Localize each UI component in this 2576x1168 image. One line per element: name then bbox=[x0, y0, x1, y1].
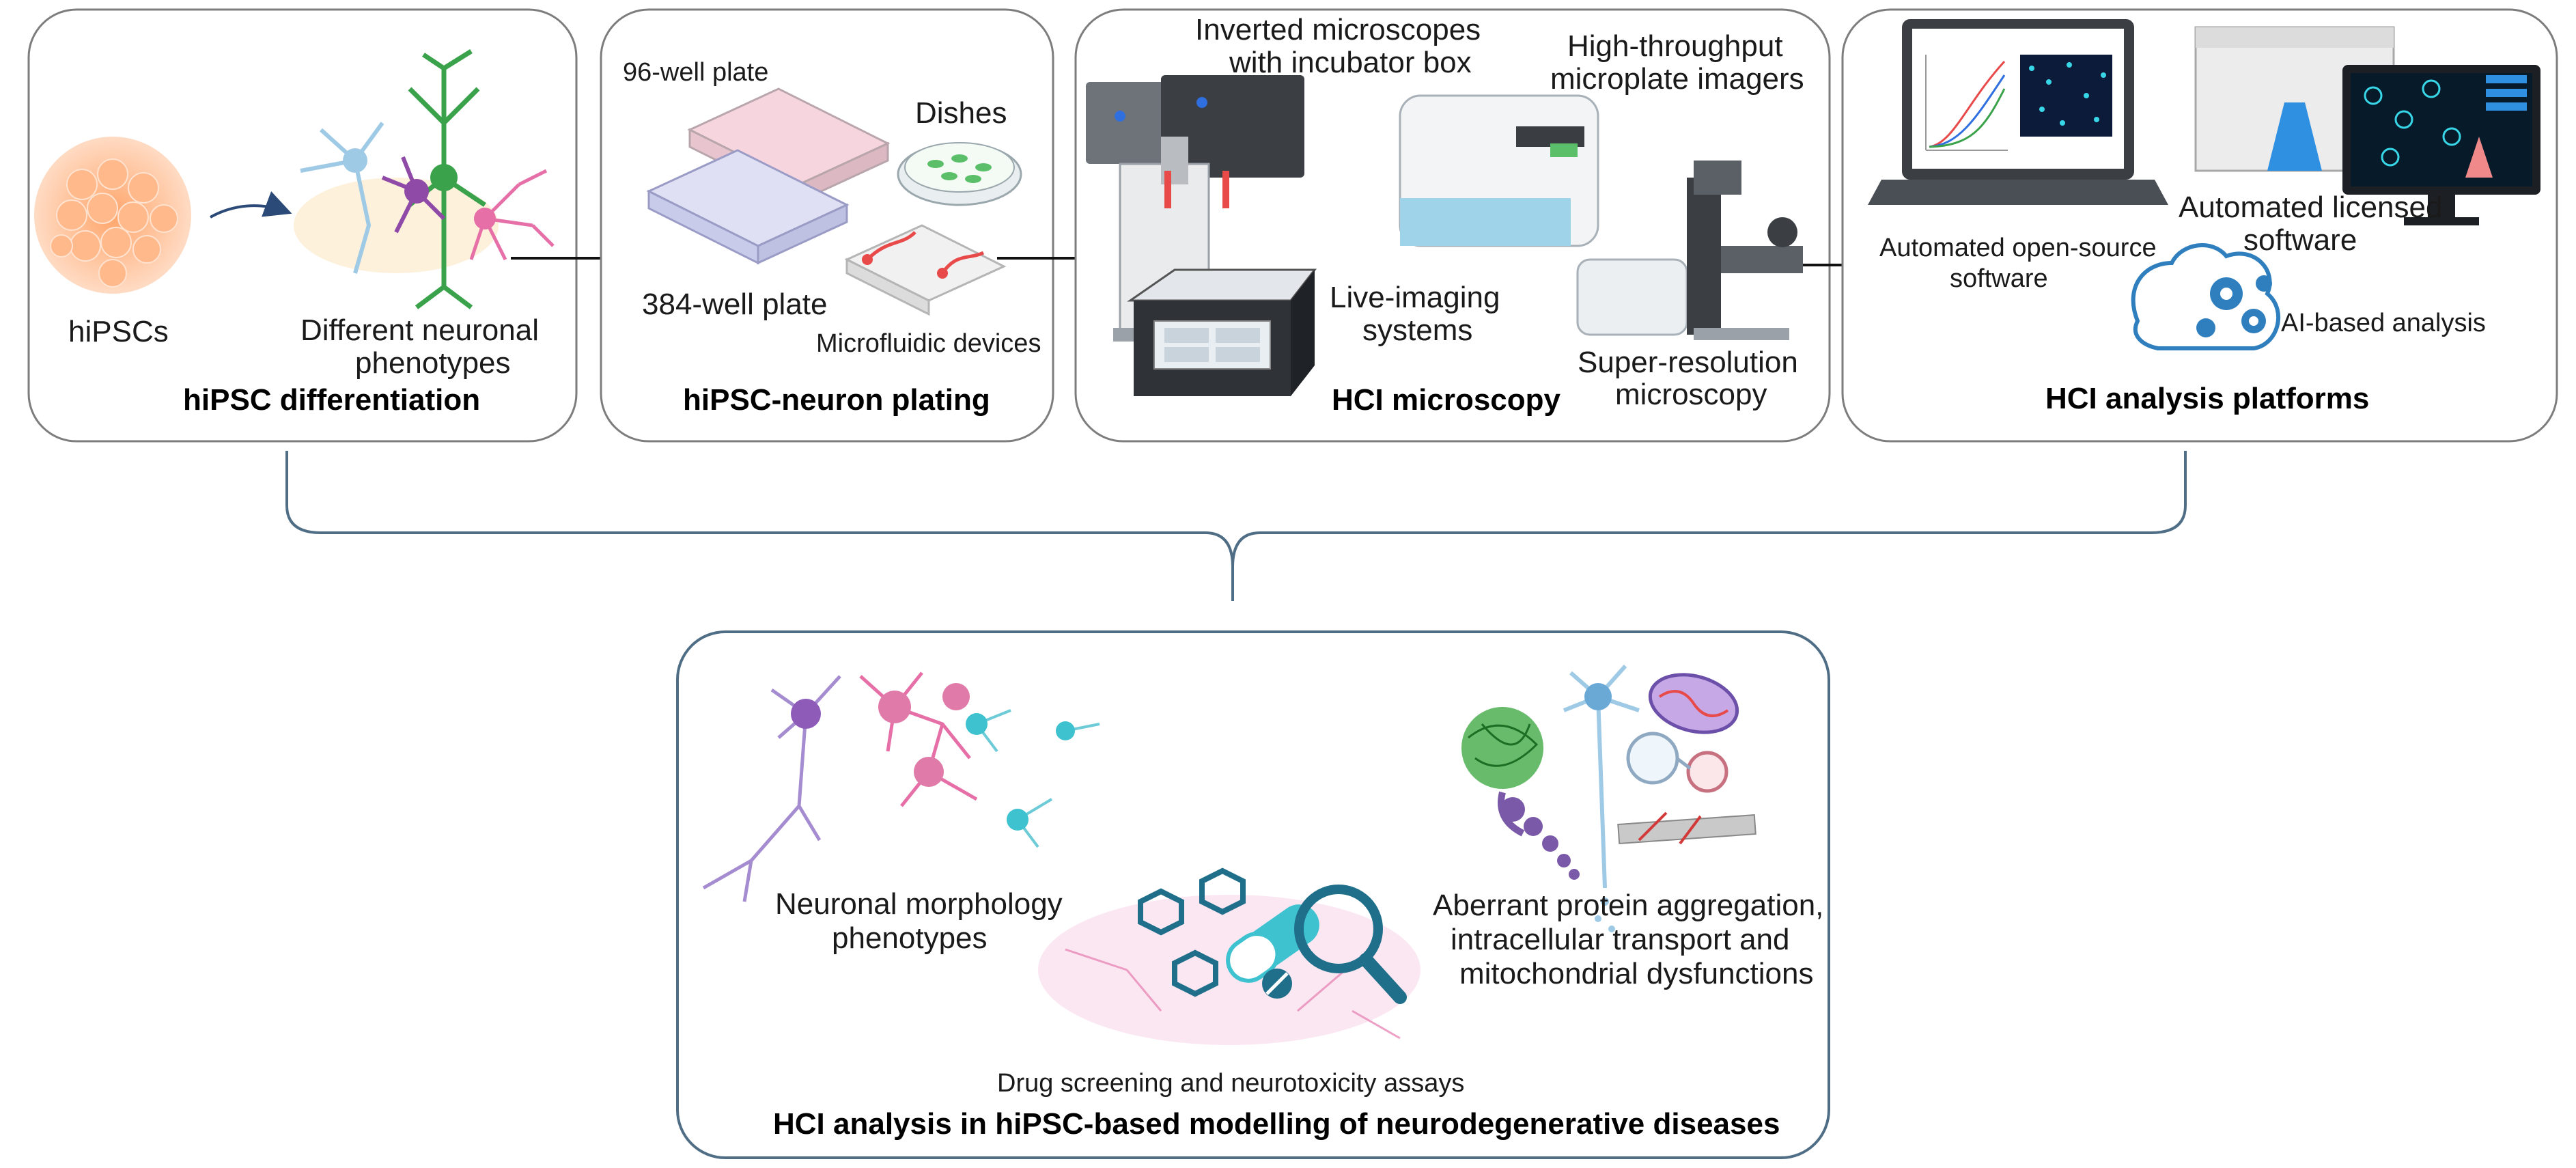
ai-brain-icon bbox=[2131, 243, 2280, 350]
plate384-label: 384-well plate bbox=[642, 288, 828, 321]
licensed-label-line1: Automated licensed bbox=[2179, 191, 2442, 224]
opensource-label-line1: Automated open-source bbox=[1879, 234, 2157, 262]
panel-analysis: Automated open-source software Automated… bbox=[1841, 8, 2558, 443]
analysis-title: HCI analysis platforms bbox=[2045, 382, 2369, 415]
aberrant-label-line2: intracellular transport and bbox=[1451, 923, 1789, 956]
dishes-label: Dishes bbox=[915, 96, 1007, 130]
superres-label-line1: Super-resolution bbox=[1578, 346, 1798, 379]
aberrant-label-line1: Aberrant protein aggregation, bbox=[1433, 889, 1823, 922]
neuronal-morphology-icon bbox=[702, 671, 1100, 902]
microfluidic-label: Microfluidic devices bbox=[816, 329, 1041, 358]
differentiation-arrow bbox=[210, 191, 292, 219]
panel-plating: 96-well plate Dishes 384-well plate Micr… bbox=[600, 8, 1054, 443]
opensource-label-line2: software bbox=[1950, 264, 2048, 293]
aberrant-label-line3: mitochondrial dysfunctions bbox=[1459, 957, 1813, 990]
protein-aggregation-icon bbox=[1461, 707, 1580, 880]
microplate-imager-icon bbox=[1399, 94, 1599, 247]
htp-label-line1: High-throughput bbox=[1567, 29, 1783, 63]
plate96-label: 96-well plate bbox=[623, 58, 768, 87]
vesicles-icon bbox=[1626, 732, 1728, 793]
hipscs-label: hiPSCs bbox=[68, 315, 169, 348]
phenotypes-label-line1: Different neuronal bbox=[300, 314, 539, 347]
live-label-line2: systems bbox=[1362, 314, 1472, 347]
live-label-line1: Live-imaging bbox=[1330, 281, 1500, 314]
plate-384-icon bbox=[646, 149, 850, 265]
inverted-label-line2: with incubator box bbox=[1229, 46, 1472, 79]
inverted-label-line1: Inverted microscopes bbox=[1195, 13, 1481, 46]
neuron-transport-icon bbox=[1563, 665, 1640, 932]
differentiation-title: hiPSC differentiation bbox=[183, 383, 480, 417]
panel-neurodegeneration: Neuronal morphology phenotypes Aberrant … bbox=[676, 630, 1830, 1159]
neurons-icon bbox=[294, 49, 555, 309]
panel-differentiation: hiPSCs Different neuronal phenotypes hiP… bbox=[27, 8, 578, 443]
bottom-title: HCI analysis in hiPSC-based modelling of… bbox=[773, 1107, 1780, 1141]
live-imaging-system-icon bbox=[1127, 268, 1317, 396]
dish-icon bbox=[897, 142, 1022, 206]
superres-label-line2: microscopy bbox=[1615, 378, 1767, 411]
morphology-label-line1: Neuronal morphology bbox=[775, 887, 1063, 921]
microfluidic-device-icon bbox=[844, 224, 1007, 316]
ai-label: AI-based analysis bbox=[2281, 309, 2486, 337]
grouping-brace bbox=[285, 451, 2187, 601]
super-resolution-microscope-icon bbox=[1576, 161, 1803, 340]
morphology-label-line2: phenotypes bbox=[832, 921, 988, 955]
open-source-chart-thumb bbox=[1925, 55, 2008, 151]
hipsc-colony-icon bbox=[34, 137, 191, 294]
plating-title: hiPSC-neuron plating bbox=[683, 383, 990, 417]
laptop-icon bbox=[1868, 19, 2168, 205]
panel-microscopy: Inverted microscopes with incubator box … bbox=[1074, 8, 1831, 443]
magnifier-icon bbox=[1294, 885, 1407, 1004]
drug-screening-label: Drug screening and neurotoxicity assays bbox=[997, 1069, 1464, 1098]
licensed-label-line2: software bbox=[2243, 223, 2357, 257]
phenotypes-label-line2: phenotypes bbox=[355, 346, 511, 380]
htp-label-line2: microplate imagers bbox=[1550, 62, 1804, 96]
microscopy-title: HCI microscopy bbox=[1332, 383, 1561, 417]
monitor-icon bbox=[2342, 65, 2540, 225]
drug-screening-icon bbox=[1038, 867, 1420, 1045]
mitochondria-icon bbox=[1648, 673, 1739, 734]
microtubule-icon bbox=[1617, 811, 1756, 845]
